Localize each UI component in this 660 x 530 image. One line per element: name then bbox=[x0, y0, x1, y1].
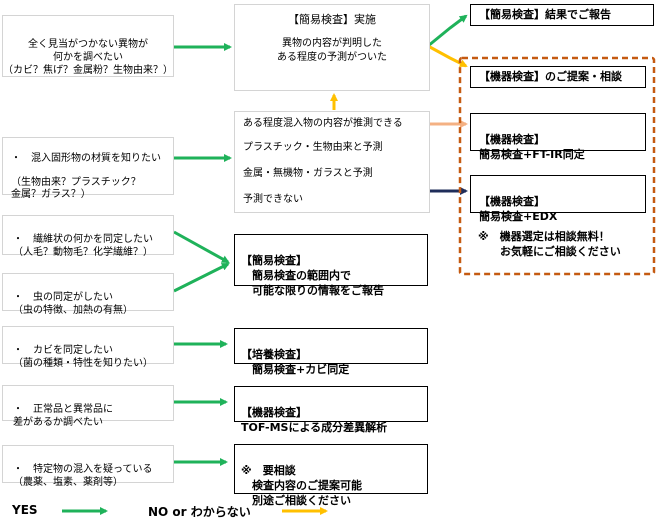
edx-box: 【機器検査】 簡易検査+EDX bbox=[470, 175, 646, 223]
prediction-box: ある程度混入物の内容が推測できる プラスチック・生物由来と予測 金属・無機物・ガ… bbox=[234, 111, 430, 213]
result-box-simple-info: 【簡易検査】 簡易検査の範囲内で 可能な限りの情報をご報告 bbox=[234, 234, 428, 297]
arrow-c3-to-r1 bbox=[173, 230, 230, 264]
result-box-consult: ※ 要相談 検査内容のご提案可能 別途ご相談ください bbox=[234, 444, 428, 507]
prediction-option-plastic: プラスチック・生物由来と予測 bbox=[243, 142, 383, 153]
condition-box-unknown-foreign: 全く見当がつかない異物が 何かを調べたい （カビ？焦げ？金属粉？生物由来？） bbox=[2, 15, 174, 77]
condition-text: ・ 繊維状の何かを同定したい （人毛？動物毛？化学繊維？） bbox=[13, 234, 153, 258]
condition-text: ・ 混入固形物の材質を知りたい （生物由来？プラスチック？ 金属？ガラス？） bbox=[11, 153, 161, 200]
condition-text: ・ 正常品と異常品に 差があるか調べたい bbox=[13, 404, 113, 428]
instrument-proposal-box: 【機器検査】のご提案・相談 bbox=[470, 66, 646, 88]
arrow-simple-test-to-instrument bbox=[427, 44, 468, 68]
condition-text: ・ カビを同定したい （菌の種類・特性を知りたい） bbox=[13, 345, 153, 369]
result-box-culture: 【培養検査】 簡易検査+カビ同定 bbox=[234, 328, 428, 376]
condition-box-fiber: ・ 繊維状の何かを同定したい （人毛？動物毛？化学繊維？） bbox=[2, 215, 174, 258]
simple-test-box: 【簡易検査】実施 異物の内容が判明した ある程度の予測がついた bbox=[234, 4, 430, 91]
condition-box-mold: ・ カビを同定したい （菌の種類・特性を知りたい） bbox=[2, 326, 174, 369]
legend-no-label: NO or わからない bbox=[148, 505, 251, 519]
condition-box-material: ・ 混入固形物の材質を知りたい （生物由来？プラスチック？ 金属？ガラス？） bbox=[2, 137, 174, 200]
edx-text: 【機器検査】 簡易検査+EDX bbox=[479, 195, 558, 223]
prediction-header: ある程度混入物の内容が推測できる bbox=[243, 118, 403, 129]
ftir-box: 【機器検査】 簡易検査+FT-IR同定 bbox=[470, 113, 646, 161]
arrow-simple-test-to-report bbox=[427, 14, 468, 48]
result-report-box: 【簡易検査】結果でご報告 bbox=[470, 4, 654, 26]
prediction-option-unknown: 予測できない bbox=[243, 194, 303, 205]
result-report-text: 【簡易検査】結果でご報告 bbox=[479, 8, 611, 21]
ftir-text: 【機器検査】 簡易検査+FT-IR同定 bbox=[479, 133, 585, 161]
condition-text: ・ 虫の同定がしたい （虫の特徴、加熱の有無） bbox=[13, 292, 133, 316]
simple-test-body: 異物の内容が判明した ある程度の予測がついた bbox=[277, 38, 387, 63]
instrument-note: ※ 機器選定は相談無料！ お気軽にご相談ください bbox=[478, 230, 621, 258]
result-text: 【簡易検査】 簡易検査の範囲内で 可能な限りの情報をご報告 bbox=[241, 254, 384, 297]
condition-box-diff: ・ 正常品と異常品に 差があるか調べたい bbox=[2, 385, 174, 428]
condition-text: 全く見当がつかない異物が 何かを調べたい （カビ？焦げ？金属粉？生物由来？） bbox=[3, 39, 173, 76]
result-text: 【培養検査】 簡易検査+カビ同定 bbox=[241, 348, 350, 376]
legend-yes-label: YES bbox=[12, 503, 38, 517]
instrument-proposal-text: 【機器検査】のご提案・相談 bbox=[479, 70, 622, 83]
condition-box-specific: ・ 特定物の混入を疑っている （農薬、塩素、薬剤等） bbox=[2, 445, 174, 488]
instrument-group-outline bbox=[458, 56, 656, 276]
prediction-option-metal: 金属・無機物・ガラスと予測 bbox=[243, 168, 373, 179]
arrow-c4-to-r1 bbox=[173, 262, 230, 293]
result-box-tofms: 【機器検査】 TOF-MSによる成分差異解析 bbox=[234, 386, 428, 434]
condition-text: ・ 特定物の混入を疑っている （農薬、塩素、薬剤等） bbox=[13, 464, 153, 488]
simple-test-title: 【簡易検査】実施 bbox=[288, 13, 376, 26]
result-text: 【機器検査】 TOF-MSによる成分差異解析 bbox=[241, 406, 388, 434]
result-text: ※ 要相談 検査内容のご提案可能 別途ご相談ください bbox=[241, 464, 362, 507]
condition-box-insect: ・ 虫の同定がしたい （虫の特徴、加熱の有無） bbox=[2, 273, 174, 316]
